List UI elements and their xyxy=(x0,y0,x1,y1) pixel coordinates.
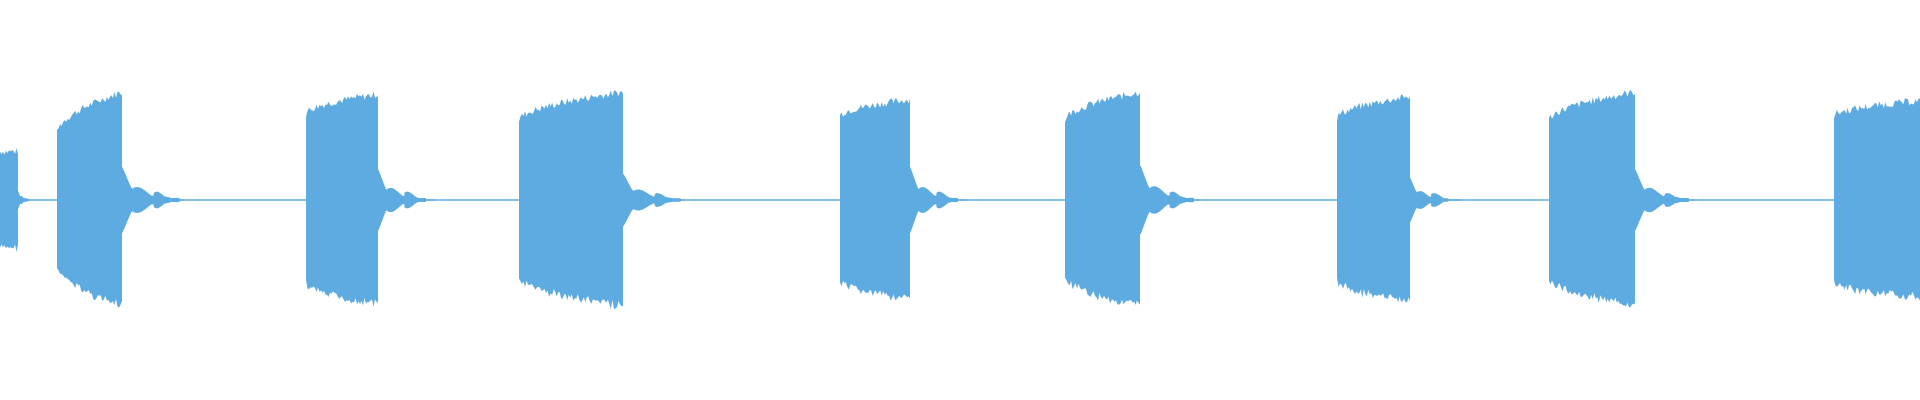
waveform-ring xyxy=(153,191,184,209)
waveform-burst xyxy=(840,98,910,301)
waveform-tail xyxy=(1635,169,1689,231)
waveform-burst xyxy=(57,91,122,308)
waveform-tail xyxy=(18,190,30,210)
waveform-tail xyxy=(378,169,426,231)
waveform-burst xyxy=(0,148,18,252)
waveform-ring xyxy=(404,191,435,209)
waveform-burst xyxy=(519,90,623,310)
waveform-tail xyxy=(1410,177,1449,223)
waveform-ring xyxy=(1169,191,1200,209)
waveform-burst xyxy=(1834,98,1920,301)
waveform-tail xyxy=(910,166,958,234)
waveform-tail xyxy=(1140,164,1194,236)
waveform-tail xyxy=(122,166,180,234)
waveform-tail xyxy=(623,173,681,227)
waveform-ring xyxy=(1431,193,1462,207)
waveform-burst xyxy=(1337,94,1410,303)
waveform-ring xyxy=(936,191,967,209)
waveform-ring xyxy=(1664,193,1695,207)
waveform-ring xyxy=(654,193,685,207)
waveform-burst xyxy=(1549,89,1635,308)
waveform-segments xyxy=(0,89,1920,310)
waveform-burst xyxy=(1065,91,1140,305)
waveform-burst xyxy=(306,91,378,307)
